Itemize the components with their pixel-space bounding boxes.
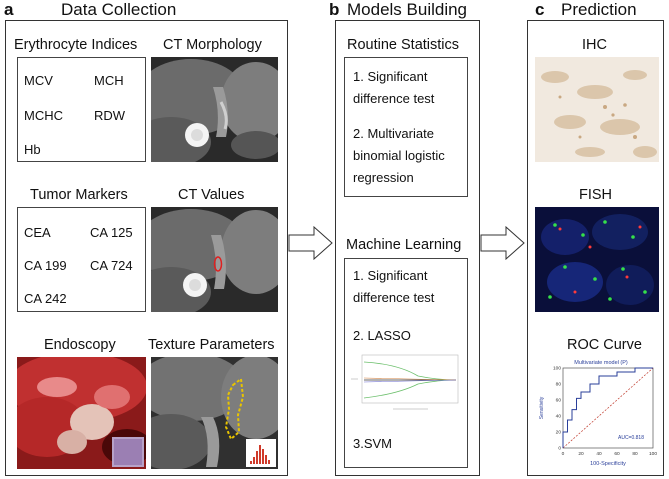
roc-chart-title: Multivariate model (P)	[574, 360, 628, 366]
marker-ca242: CA 242	[24, 291, 67, 306]
endoscopy-title: Endoscopy	[44, 337, 116, 353]
texture-parameters-title: Texture Parameters	[148, 337, 275, 353]
ml-step1-line1: 1. Significant	[353, 268, 428, 283]
ihc-image	[535, 57, 659, 162]
marker-ca199: CA 199	[24, 258, 67, 273]
roc-ytick-label: 20	[556, 430, 562, 436]
roc-ytick-label: 80	[556, 382, 562, 388]
roc-ytick-label: 40	[556, 414, 562, 420]
roc-reference-diagonal	[562, 367, 654, 449]
marker-ca125: CA 125	[90, 225, 133, 240]
panel-title-models-building: Models Building	[347, 0, 468, 19]
roi-marker	[213, 256, 223, 272]
routine-step1-line1: 1. Significant	[353, 69, 428, 84]
fish-title: FISH	[579, 187, 613, 203]
roc-auc-label: AUC=0.818	[618, 435, 644, 441]
routine-step1-line2: difference test	[353, 91, 435, 106]
roc-xtick-label: 0	[562, 451, 565, 457]
ihc-title: IHC	[582, 37, 607, 53]
indicator-mch: MCH	[94, 73, 124, 88]
indicator-rdw: RDW	[94, 108, 126, 123]
ml-step3: 3.SVM	[353, 436, 393, 451]
panel-title-data-collection: Data Collection	[61, 0, 177, 19]
roc-ytick-label: 60	[556, 398, 562, 404]
routine-step1: 1. Significant difference test	[353, 66, 434, 110]
tumor-markers-title: Tumor Markers	[30, 187, 128, 203]
roc-ytick-label: 0	[558, 446, 561, 452]
indicator-mcv: MCV	[24, 73, 53, 88]
tumor-markers-box	[17, 207, 146, 312]
roc-xtick-label: 40	[596, 451, 602, 457]
texture-parameters-image	[151, 357, 278, 469]
roc-xaxis-label: 100-Specificity	[590, 461, 626, 467]
roc-xtick-label: 80	[632, 451, 638, 457]
ct-morphology-title: CT Morphology	[163, 37, 262, 53]
ct-values-title: CT Values	[178, 187, 245, 203]
arrow-to-prediction	[480, 226, 525, 260]
machine-learning-title: Machine Learning	[346, 237, 462, 253]
ml-step2: 2. LASSO	[353, 328, 411, 343]
roc-yaxis-label: Sensitivity	[539, 396, 545, 419]
panel-letter-b: b	[329, 0, 340, 19]
erythrocyte-indices-box	[17, 57, 146, 162]
roc-xtick-label: 100	[649, 451, 657, 457]
routine-step2: 2. Multivariate binomial logistic regres…	[353, 123, 445, 189]
roc-plot-area	[562, 367, 654, 449]
indicator-hb: Hb	[24, 142, 41, 157]
panel-letter-c: c	[535, 0, 545, 19]
ct-values-image	[151, 207, 278, 312]
routine-statistics-box	[344, 57, 468, 197]
panel-letter-a: a	[4, 0, 14, 19]
ml-step1: 1. Significant difference test	[353, 265, 434, 309]
roc-xtick-label: 60	[614, 451, 620, 457]
tumor-contour	[224, 377, 245, 441]
roc-xtick-label: 20	[578, 451, 584, 457]
routine-step2-line1: 2. Multivariate	[353, 126, 434, 141]
endoscopy-image	[17, 357, 146, 469]
fish-image	[535, 207, 659, 312]
routine-step2-line2: binomial logistic	[353, 148, 445, 163]
marker-ca724: CA 724	[90, 258, 133, 273]
routine-statistics-title: Routine Statistics	[347, 37, 460, 53]
roc-curve-line	[562, 367, 653, 448]
arrow-to-models	[288, 226, 333, 260]
ml-step1-line2: difference test	[353, 290, 435, 305]
erythrocyte-indices-title: Erythrocyte Indices	[14, 37, 138, 53]
ct-morphology-image	[151, 57, 278, 162]
roc-chart: Multivariate model (P) 0 20 40 60 80 100 0 20 4…	[535, 355, 659, 471]
indicator-mchc: MCHC	[24, 108, 63, 123]
routine-step2-line3: regression	[353, 170, 414, 185]
roc-ytick-label: 100	[553, 366, 561, 372]
marker-cea: CEA	[24, 225, 51, 240]
roc-curve-title: ROC Curve	[567, 337, 642, 353]
lasso-plot	[351, 354, 459, 410]
panel-title-prediction: Prediction	[561, 0, 637, 19]
